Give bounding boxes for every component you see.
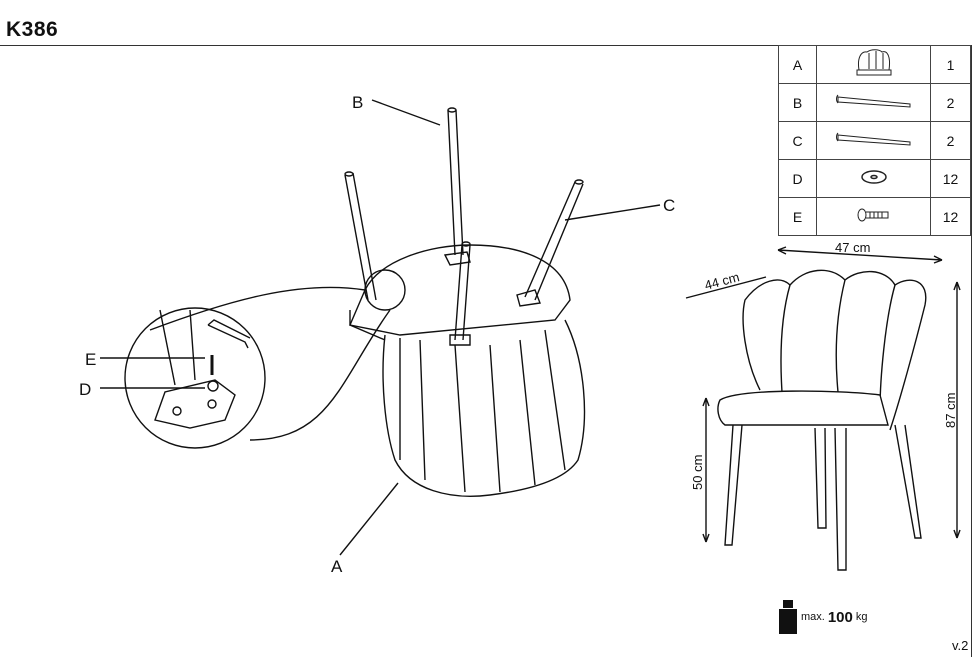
callout-E: E <box>85 350 96 369</box>
part-letter: B <box>778 83 817 122</box>
chair-side-view <box>717 269 927 571</box>
max-load-unit: kg <box>855 611 868 623</box>
bolt-icon <box>857 208 888 222</box>
seat-icon <box>856 49 891 76</box>
max-load-value: 100 <box>827 608 853 626</box>
table-row: D 12 <box>778 159 971 198</box>
parts-table: A 1 B 2 C 2 D 12 E 12 <box>778 45 971 236</box>
part-qty: 12 <box>930 159 971 198</box>
max-load: max. 100 kg <box>778 600 868 634</box>
washer-icon <box>860 170 887 184</box>
seat-upside-down <box>349 244 586 497</box>
part-letter: A <box>778 45 817 84</box>
table-row: B 2 <box>778 83 971 122</box>
leg-icon <box>835 94 910 108</box>
table-row: E 12 <box>778 197 971 236</box>
weight-icon <box>779 600 797 634</box>
callout-A: A <box>331 557 343 576</box>
part-qty: 1 <box>930 45 971 84</box>
depth-dimension: 44 cm <box>703 269 741 293</box>
max-load-prefix: max. <box>801 611 825 623</box>
part-letter: C <box>778 121 817 160</box>
callout-D: D <box>79 380 91 399</box>
seat-height-dimension: 50 cm <box>690 455 705 490</box>
part-letter: D <box>778 159 817 198</box>
drawing-frame <box>0 45 972 657</box>
part-qty: 12 <box>930 197 971 236</box>
part-qty: 2 <box>930 121 971 160</box>
height-dimension: 87 cm <box>943 393 958 428</box>
part-letter: E <box>778 197 817 236</box>
version-label: v.2 <box>952 638 969 653</box>
callout-C: C <box>663 196 675 215</box>
width-dimension: 47 cm <box>835 240 870 255</box>
legs <box>344 107 584 346</box>
part-qty: 2 <box>930 83 971 122</box>
table-row: A 1 <box>778 45 971 84</box>
dimension-lines <box>685 246 961 543</box>
callout-B: B <box>352 93 363 112</box>
model-title: K386 <box>6 18 59 41</box>
detail-magnifier <box>124 269 406 449</box>
table-row: C 2 <box>778 121 971 160</box>
leg-icon <box>835 132 910 146</box>
